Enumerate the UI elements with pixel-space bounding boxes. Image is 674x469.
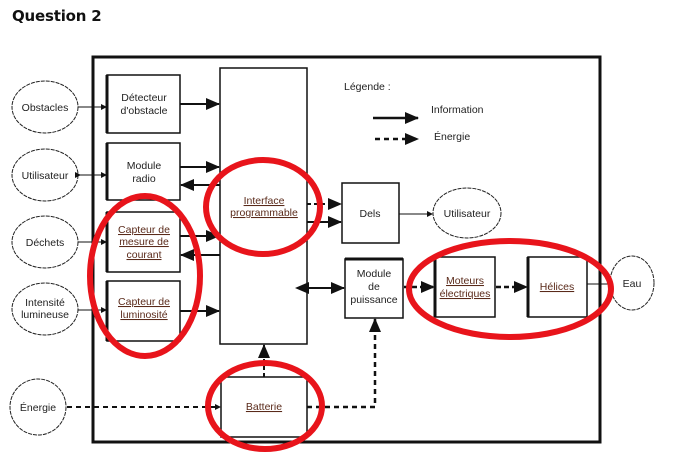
helices-label: Hélices <box>540 281 574 293</box>
intensite-label-2: lumineuse <box>21 309 69 321</box>
capteur-courant-label-3: courant <box>126 249 161 261</box>
utilisateur-left-label: Utilisateur <box>22 170 69 182</box>
interface-label-1: Interface <box>244 195 285 207</box>
block-capteur-courant: Capteur de mesure de courant <box>105 211 181 273</box>
capteur-courant-label-1: Capteur de <box>118 224 170 236</box>
highlight-interface <box>203 157 323 257</box>
block-helices: Hélices <box>526 256 588 318</box>
arrow-batterie-puissance <box>307 318 381 409</box>
module-puissance-label-1: Module <box>357 268 392 280</box>
legend-information-label: Information <box>431 104 484 116</box>
external-obstacles: Obstacles <box>11 80 79 134</box>
highlights <box>87 157 614 452</box>
block-module-radio: Module radio <box>105 142 181 201</box>
highlight-moteurs-helices <box>406 238 614 340</box>
highlight-batterie <box>205 360 325 452</box>
external-energie: Énergie <box>9 378 67 436</box>
external-intensite-lumineuse: Intensité lumineuse <box>11 282 79 336</box>
external-utilisateur-right: Utilisateur <box>432 187 502 239</box>
utilisateur-right-label: Utilisateur <box>444 208 491 220</box>
external-utilisateur-left: Utilisateur <box>11 148 79 202</box>
detecteur-label-1: Détecteur <box>121 92 167 104</box>
module-radio-label-1: Module <box>127 160 162 172</box>
eau-label: Eau <box>623 278 642 290</box>
legend: Légende : Information Énergie <box>344 81 484 145</box>
obstacles-label: Obstacles <box>22 102 69 114</box>
module-radio-label-2: radio <box>132 173 156 185</box>
block-batterie: Batterie <box>220 376 308 438</box>
external-eau: Eau <box>609 255 655 311</box>
block-capteur-luminosite: Capteur de luminosité <box>105 280 181 342</box>
capteur-courant-label-2: mesure de <box>119 236 169 248</box>
dechets-label: Déchets <box>26 237 65 249</box>
capteur-luminosite-label-2: luminosité <box>120 309 167 321</box>
block-moteurs-electriques: Moteurs électriques <box>433 256 496 318</box>
energie-label: Énergie <box>20 401 56 414</box>
moteurs-label-2: électriques <box>440 288 491 300</box>
detecteur-label-2: d'obstacle <box>121 105 168 117</box>
question-title: Question 2 <box>12 7 102 25</box>
block-dels: Dels <box>341 182 400 244</box>
dels-label: Dels <box>359 208 380 220</box>
module-puissance-label-3: puissance <box>350 294 397 306</box>
highlight-capteurs <box>87 193 203 359</box>
external-dechets: Déchets <box>11 215 79 269</box>
intensite-label-1: Intensité <box>25 297 65 309</box>
block-module-puissance: Module de puissance <box>344 257 404 319</box>
legend-energie-label: Énergie <box>434 130 470 143</box>
batterie-label: Batterie <box>246 401 282 413</box>
module-puissance-label-2: de <box>368 281 380 293</box>
moteurs-label-1: Moteurs <box>446 275 484 287</box>
block-interface-programmable: Interface programmable <box>219 67 308 345</box>
capteur-luminosite-label-1: Capteur de <box>118 296 170 308</box>
legend-heading: Légende : <box>344 81 391 93</box>
interface-label-2: programmable <box>230 207 298 219</box>
block-detecteur: Détecteur d'obstacle <box>105 74 181 134</box>
